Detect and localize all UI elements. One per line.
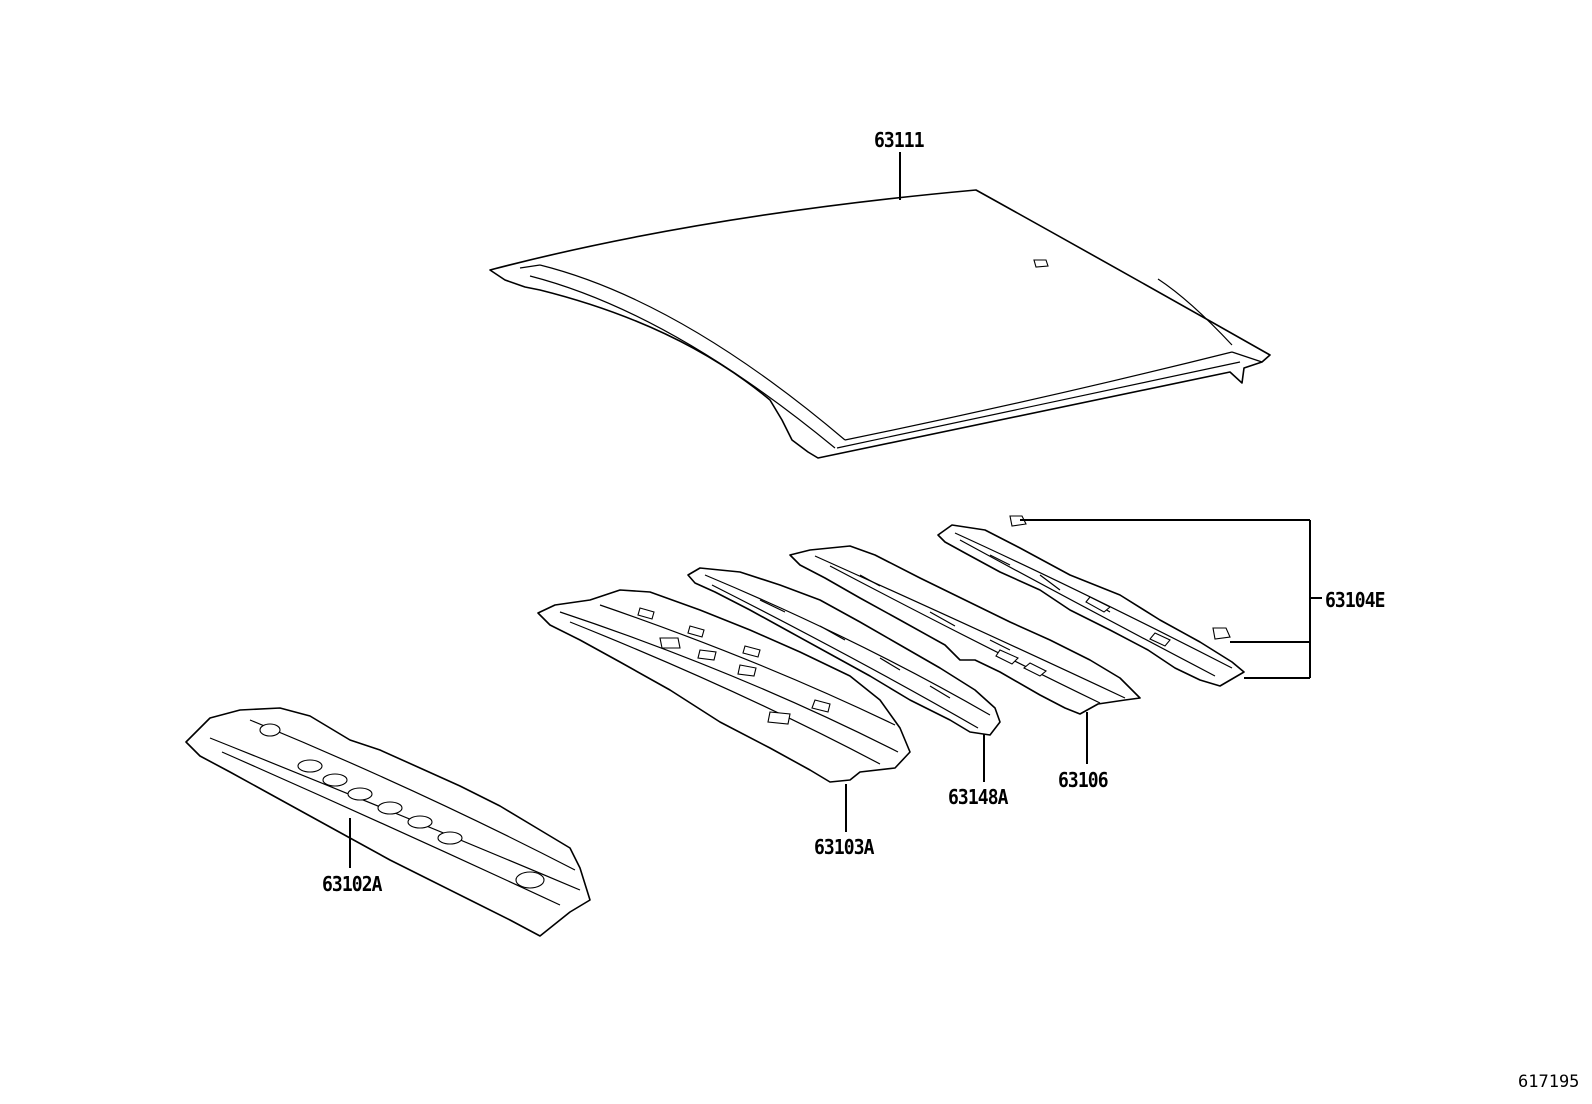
roof-panel[interactable]	[489, 189, 1271, 459]
leader-lines	[349, 152, 1322, 868]
roof-reinforcement-63106[interactable]	[789, 545, 1141, 715]
part-label-63104e[interactable]: 63104E	[1325, 588, 1386, 612]
part-label-63106[interactable]: 63106	[1058, 768, 1109, 792]
front-roof-header-63102a[interactable]	[185, 707, 591, 937]
roof-reinforcement-63103a[interactable]	[537, 589, 911, 783]
part-label-63148a[interactable]: 63148A	[948, 785, 1009, 809]
part-label-63111[interactable]: 63111	[874, 128, 925, 152]
roof-reinforcement-63104e[interactable]	[937, 515, 1245, 687]
figure-number: 617195	[1518, 1072, 1580, 1092]
roof-reinforcement-63148a[interactable]	[687, 567, 1001, 736]
part-label-63102a[interactable]: 63102A	[322, 872, 383, 896]
part-label-63103a[interactable]: 63103A	[814, 835, 875, 859]
